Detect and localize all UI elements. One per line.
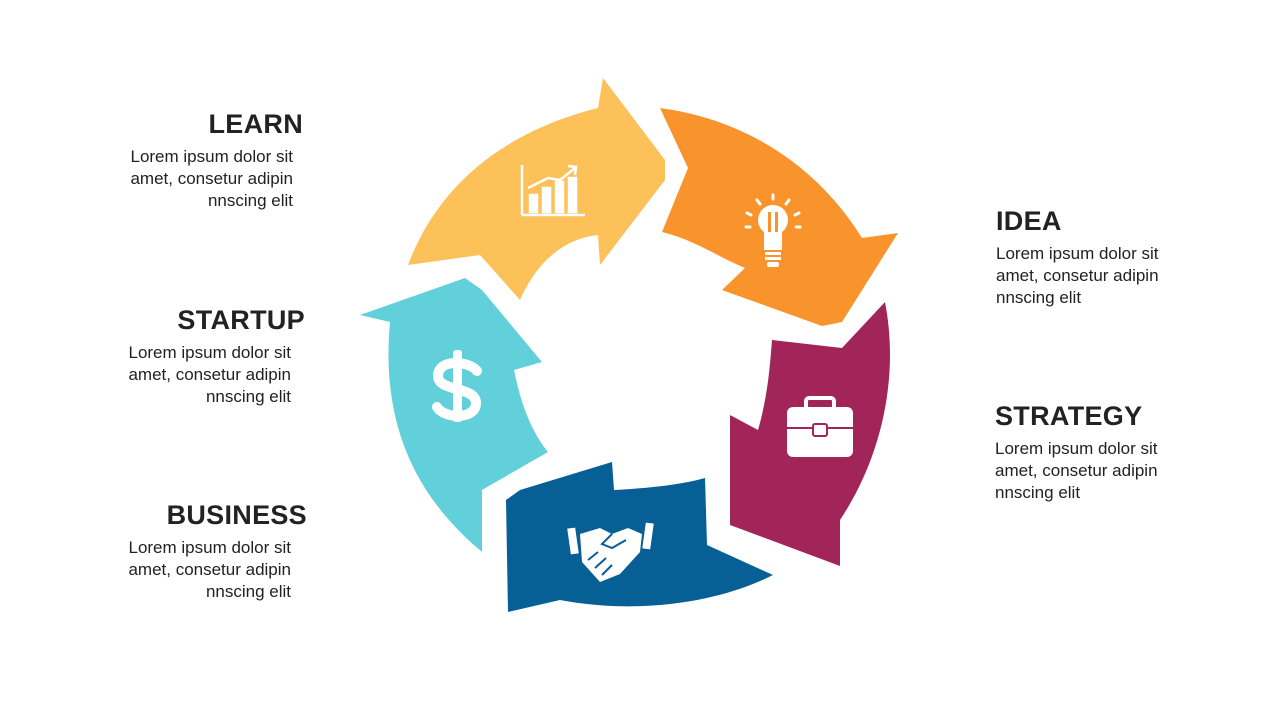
- label-idea: IDEA Lorem ipsum dolor sit amet, consetu…: [996, 205, 1196, 309]
- handshake-icon: [567, 522, 654, 582]
- briefcase-icon: [787, 396, 853, 457]
- segment-business: [506, 462, 773, 612]
- label-learn: LEARN Lorem ipsum dolor sit amet, conset…: [118, 108, 303, 212]
- lightbulb-icon: [744, 193, 802, 267]
- startup-title: STARTUP: [177, 305, 305, 335]
- segment-idea: [660, 108, 898, 326]
- strategy-description: Lorem ipsum dolor sit amet, consetur adi…: [995, 439, 1158, 502]
- segment-strategy: [730, 302, 890, 566]
- label-business: BUSINESS Lorem ipsum dolor sit amet, con…: [118, 499, 307, 603]
- segment-learn: [408, 78, 665, 300]
- label-startup: STARTUP Lorem ipsum dolor sit amet, cons…: [118, 304, 305, 408]
- idea-description: Lorem ipsum dolor sit amet, consetur adi…: [996, 244, 1159, 307]
- learn-title: LEARN: [208, 109, 303, 139]
- segment-startup: [360, 278, 548, 552]
- arrow-learn: [408, 78, 665, 300]
- label-strategy: STRATEGY Lorem ipsum dolor sit amet, con…: [995, 400, 1195, 504]
- business-description: Lorem ipsum dolor sit amet, consetur adi…: [128, 538, 291, 601]
- dollar-icon: [432, 350, 482, 422]
- startup-description: Lorem ipsum dolor sit amet, consetur adi…: [128, 343, 291, 406]
- strategy-title: STRATEGY: [995, 401, 1143, 431]
- bar-chart-icon: [520, 164, 585, 217]
- business-title: BUSINESS: [166, 500, 307, 530]
- learn-description: Lorem ipsum dolor sit amet, consetur adi…: [130, 147, 293, 210]
- idea-title: IDEA: [996, 206, 1062, 236]
